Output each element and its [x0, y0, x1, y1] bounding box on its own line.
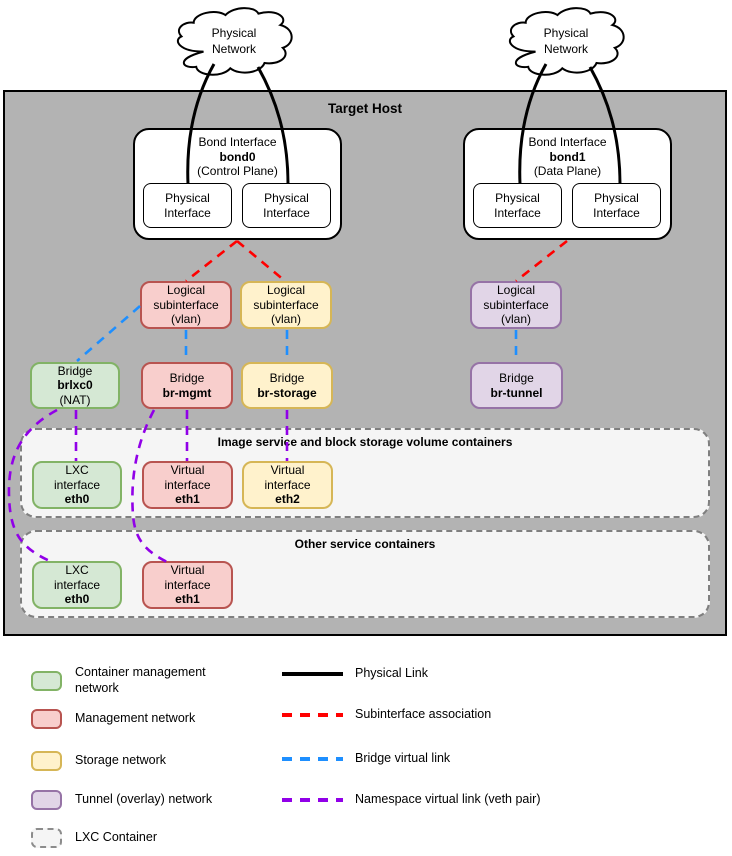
legend-label: Physical Link — [355, 666, 428, 681]
bridge-name: br-tunnel — [490, 385, 543, 400]
interface-name: eth1 — [175, 592, 200, 607]
subinterface-label: Logical subinterface (vlan) — [153, 283, 219, 327]
physical-interface-label: Physical Interface — [164, 190, 211, 220]
bridge-name: br-storage — [257, 385, 317, 400]
interface-label: LXC interface — [53, 463, 101, 492]
cloud-label-left: Physical Network — [211, 26, 257, 56]
physical-interface-label: Physical Interface — [494, 190, 541, 220]
physical-interface-label: Physical Interface — [593, 190, 640, 220]
bridge-label: Bridge — [269, 370, 305, 385]
bond-name: bond0 — [219, 149, 256, 164]
subinterface-mgmt-vlan: Logical subinterface (vlan) — [140, 281, 232, 329]
legend-management: Management network — [31, 709, 195, 729]
legend-storage: Storage network — [31, 751, 166, 771]
container2-eth0-box: LXC interface eth0 — [32, 561, 122, 609]
legend-namespace-virtual-link: Namespace virtual link (veth pair) — [282, 790, 541, 810]
legend-label: Bridge virtual link — [355, 751, 451, 766]
legend-lxc-container: LXC Container — [31, 828, 157, 848]
physical-interface-label: Physical Interface — [263, 190, 310, 220]
bond-name: bond1 — [549, 149, 586, 164]
bridge-label: Bridge — [499, 370, 534, 385]
legend-line-dashed-purple — [282, 798, 343, 802]
bond-title: Bond Interface — [198, 135, 277, 149]
interface-name: eth1 — [175, 492, 200, 507]
container2-eth1-box: Virtual interface eth1 — [142, 561, 233, 609]
legend-swatch-dashed — [31, 828, 62, 848]
target-host-title: Target Host — [327, 101, 402, 116]
legend-bridge-virtual-link: Bridge virtual link — [282, 749, 450, 769]
legend-line-solid-black — [282, 672, 343, 676]
legend-line-dashed-blue — [282, 757, 343, 761]
legend-label: Tunnel (overlay) network — [75, 792, 213, 807]
physical-interface-box: Physical Interface — [572, 183, 661, 228]
bridge-subtitle: (NAT) — [59, 392, 91, 407]
container-section-image-block-storage: Image service and block storage volume c… — [20, 428, 710, 518]
physical-interface-box: Physical Interface — [242, 183, 331, 228]
legend-label: Storage network — [75, 753, 167, 768]
section-title: Image service and block storage volume c… — [217, 435, 513, 449]
interface-label: Virtual interface — [164, 463, 211, 492]
legend-swatch-green — [31, 671, 62, 691]
container1-eth1-box: Virtual interface eth1 — [142, 461, 233, 509]
bridge-label: Bridge — [169, 370, 205, 385]
interface-label: Virtual interface — [164, 563, 211, 592]
bridge-brlxc0: Bridge brlxc0 (NAT) — [30, 362, 120, 409]
bond-subtitle: (Control Plane) — [197, 164, 278, 179]
legend-tunnel: Tunnel (overlay) network — [31, 790, 212, 810]
container1-eth0-box: LXC interface eth0 — [32, 461, 122, 509]
bond-title: Bond Interface — [528, 135, 607, 149]
legend-container-management: Container management network — [31, 665, 206, 695]
bridge-name: br-mgmt — [162, 385, 212, 400]
legend-label: Container management network — [75, 665, 206, 695]
bridge-br-storage: Bridge br-storage — [241, 362, 333, 409]
bridge-name: brlxc0 — [57, 378, 93, 393]
bond-subtitle: (Data Plane) — [533, 164, 602, 179]
bridge-br-mgmt: Bridge br-mgmt — [141, 362, 233, 409]
interface-name: eth0 — [64, 592, 90, 607]
physical-interface-box: Physical Interface — [473, 183, 562, 228]
legend-swatch-red — [31, 709, 62, 729]
subinterface-label: Logical subinterface (vlan) — [253, 283, 319, 327]
legend-subinterface-association: Subinterface association — [282, 705, 491, 725]
container-section-other-services: Other service containers — [20, 530, 710, 618]
legend-swatch-purple — [31, 790, 62, 810]
physical-interface-box: Physical Interface — [143, 183, 232, 228]
legend-label: LXC Container — [75, 830, 157, 845]
legend-label: Namespace virtual link (veth pair) — [355, 792, 541, 807]
subinterface-label: Logical subinterface (vlan) — [483, 283, 549, 327]
legend-swatch-yellow — [31, 751, 62, 771]
interface-label: Virtual interface — [264, 463, 311, 492]
legend-label: Subinterface association — [355, 707, 492, 722]
interface-label: LXC interface — [53, 563, 101, 592]
subinterface-tunnel-vlan: Logical subinterface (vlan) — [470, 281, 562, 329]
subinterface-storage-vlan: Logical subinterface (vlan) — [240, 281, 332, 329]
bridge-label: Bridge — [57, 363, 93, 378]
cloud-label-right: Physical Network — [543, 26, 589, 56]
bridge-br-tunnel: Bridge br-tunnel — [470, 362, 563, 409]
legend-line-dashed-red — [282, 713, 343, 717]
legend-physical-link: Physical Link — [282, 664, 428, 684]
interface-name: eth2 — [275, 492, 300, 507]
container1-eth2-box: Virtual interface eth2 — [242, 461, 333, 509]
legend-label: Management network — [75, 711, 196, 726]
section-title: Other service containers — [294, 537, 436, 551]
interface-name: eth0 — [64, 492, 90, 507]
